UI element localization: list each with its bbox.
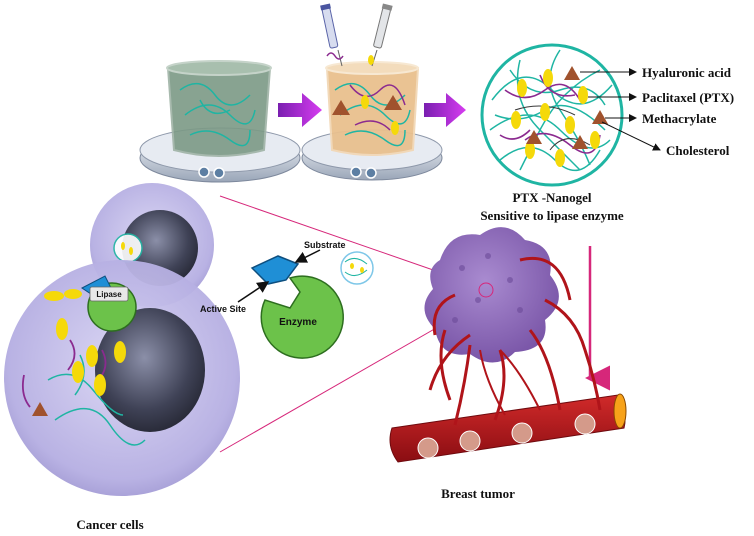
process-arrow-2 bbox=[424, 93, 466, 127]
beaker-1 bbox=[166, 60, 272, 157]
nanogel-subtitle: Sensitive to lipase enzyme bbox=[480, 208, 624, 223]
label-methacrylate: Methacrylate bbox=[642, 111, 717, 126]
label-hyaluronic-acid: Hyaluronic acid bbox=[642, 65, 732, 80]
label-cholesterol: Cholesterol bbox=[666, 143, 730, 158]
label-active-site: Active Site bbox=[200, 304, 246, 314]
process-arrow-1 bbox=[278, 93, 322, 127]
breast-tumor bbox=[424, 227, 602, 426]
pointer-active-site bbox=[237, 281, 270, 303]
pointer-cholesterol bbox=[601, 121, 661, 151]
blood-vessel bbox=[389, 393, 627, 463]
nanogel-sphere bbox=[480, 43, 624, 187]
cancer-cell-large bbox=[4, 260, 240, 496]
beaker-2 bbox=[325, 61, 420, 156]
pointer-substrate bbox=[294, 249, 321, 263]
label-enzyme: Enzyme bbox=[279, 317, 317, 328]
syringe-left bbox=[320, 3, 344, 67]
lipase-enzyme-membrane: Lipase bbox=[44, 275, 137, 332]
label-substrate: Substrate bbox=[304, 240, 346, 250]
label-breast-tumor: Breast tumor bbox=[441, 486, 515, 501]
enzyme-schematic bbox=[250, 251, 374, 359]
label-lipase: Lipase bbox=[96, 290, 122, 299]
label-paclitaxel: Paclitaxel (PTX) bbox=[642, 90, 734, 105]
label-cancer-cells: Cancer cells bbox=[76, 517, 143, 532]
syringe-right bbox=[368, 3, 393, 67]
nanogel-title: PTX -Nanogel bbox=[512, 190, 591, 205]
